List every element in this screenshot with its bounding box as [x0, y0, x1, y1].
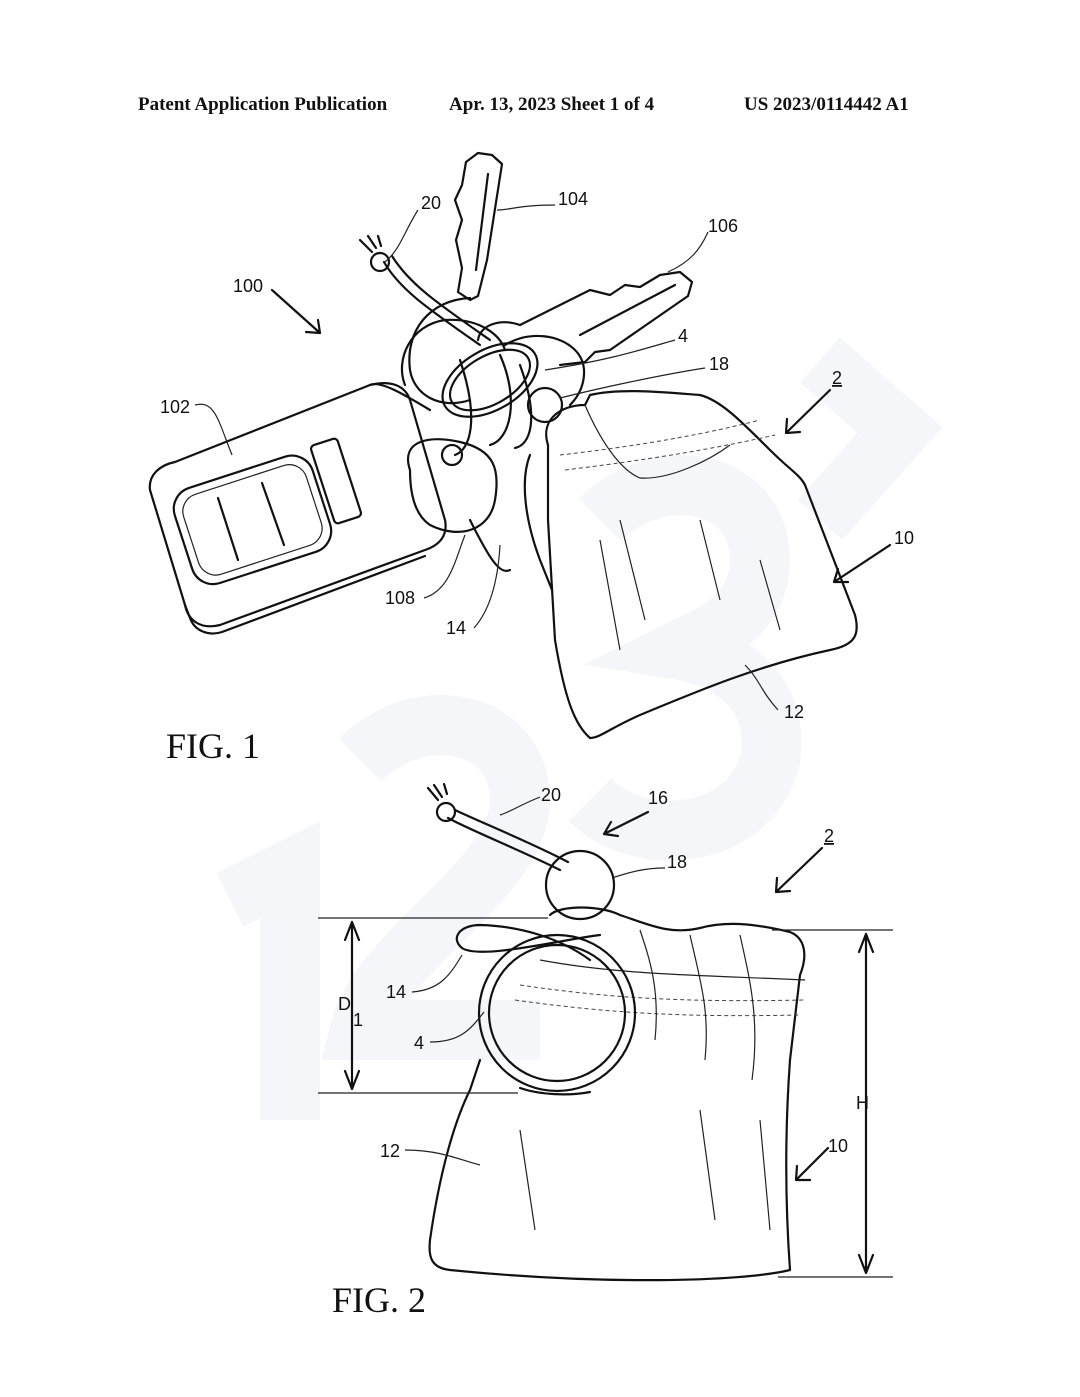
ref-106: 106	[708, 216, 738, 236]
key-104	[408, 151, 504, 405]
split-ring-4	[441, 342, 539, 457]
ref-10-fig2: 10	[828, 1136, 848, 1156]
ref-18-fig2: 18	[667, 852, 687, 872]
ref-20-fig2: 20	[541, 785, 561, 805]
ref-4: 4	[678, 326, 688, 346]
ref-14: 14	[446, 618, 466, 638]
ref-2: 2	[832, 368, 842, 388]
fig2-caption: FIG. 2	[332, 1280, 426, 1320]
fig1-caption: FIG. 1	[166, 726, 260, 766]
ref-102: 102	[160, 397, 190, 417]
ref-4-fig2: 4	[414, 1033, 424, 1053]
ref-16-fig2: 16	[648, 788, 668, 808]
ref-10: 10	[894, 528, 914, 548]
bead-18	[526, 386, 564, 424]
publication-number: US 2023/0114442 A1	[744, 94, 909, 115]
split-ring-4-fig2	[477, 933, 637, 1096]
ref-D1-subscript: 1	[353, 1010, 363, 1030]
date-sheet: Apr. 13, 2023 Sheet 1 of 4	[449, 94, 655, 115]
pouch-10-fig2	[428, 906, 806, 1282]
ref-H: H	[856, 1093, 869, 1113]
ref-14-fig2: 14	[386, 982, 406, 1002]
ref-108: 108	[385, 588, 415, 608]
publication-type: Patent Application Publication	[138, 94, 388, 115]
key-106	[476, 270, 694, 367]
page-header: Patent Application Publication Apr. 13, …	[0, 94, 1080, 120]
bead-18-fig2	[544, 849, 616, 921]
ref-2-fig2: 2	[824, 826, 834, 846]
ref-12-fig2: 12	[380, 1141, 400, 1161]
ref-12: 12	[784, 702, 804, 722]
fig1-drawing	[148, 151, 892, 740]
watermark	[216, 337, 943, 1120]
ref-D1-letter: D	[338, 994, 351, 1014]
pouch-10	[523, 390, 858, 740]
cord-20	[358, 234, 492, 347]
key-fob-102	[148, 382, 447, 635]
ref-20: 20	[421, 193, 441, 213]
ref-18: 18	[709, 354, 729, 374]
ref-104: 104	[558, 189, 588, 209]
fig2-drawing	[318, 782, 893, 1282]
ref-100: 100	[233, 276, 263, 296]
tag-108	[407, 438, 512, 573]
